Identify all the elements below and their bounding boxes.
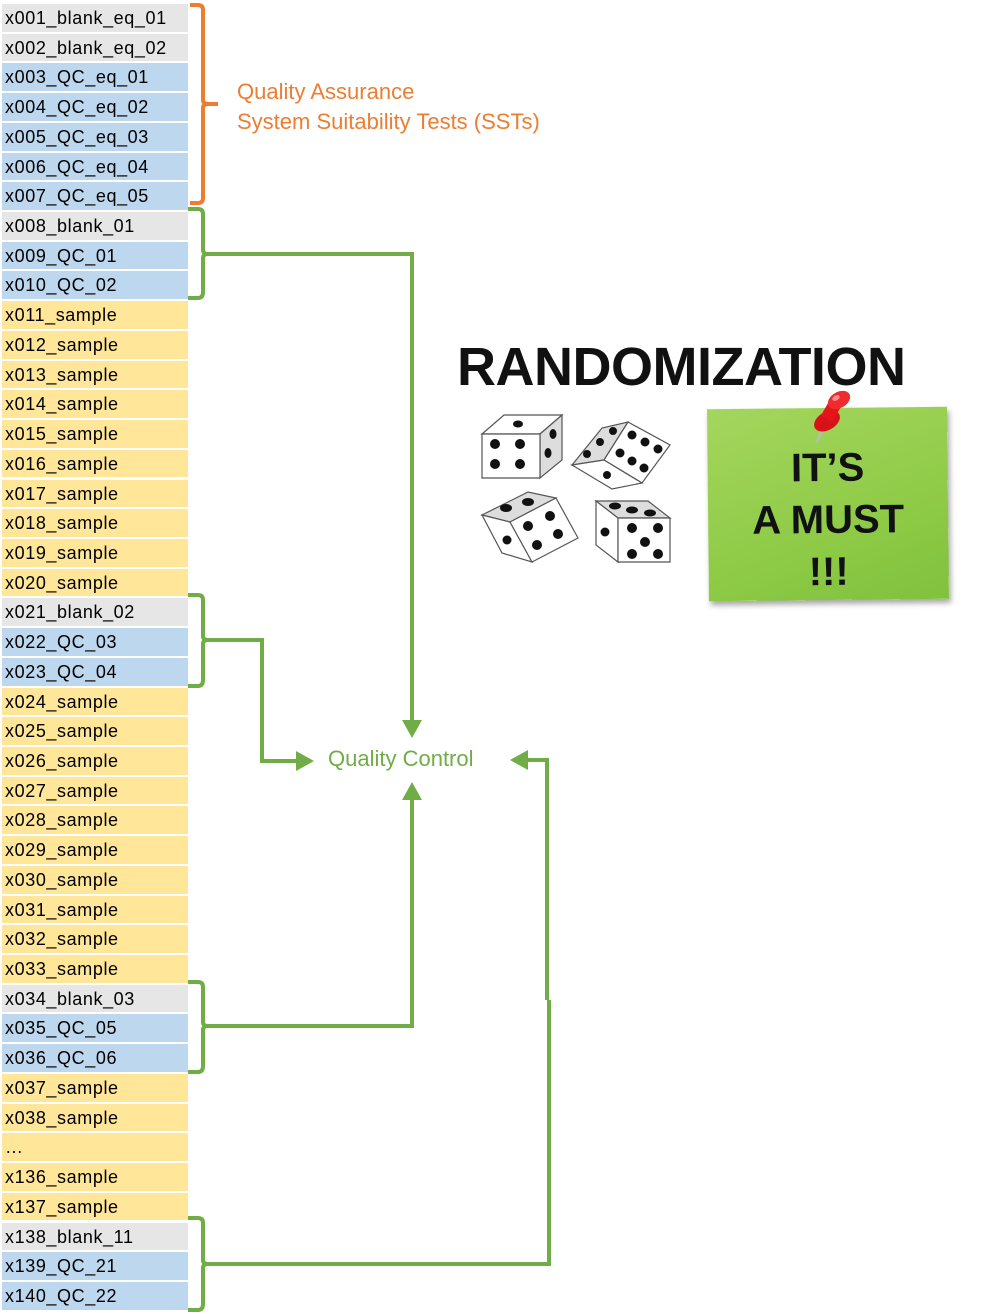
sample-row: x037_sample xyxy=(2,1073,188,1102)
die-icon xyxy=(480,413,564,480)
sample-row: x029_sample xyxy=(2,836,188,864)
pushpin-icon xyxy=(814,390,851,443)
qc-brace-3 xyxy=(188,980,220,1074)
qc-row: x004_QC_eq_02 xyxy=(2,93,188,121)
blank-row: x138_blank_11 xyxy=(2,1222,188,1251)
sample-row: x013_sample xyxy=(2,360,188,389)
sample-row: x016_sample xyxy=(2,449,188,478)
qa-line-2: System Suitability Tests (SSTs) xyxy=(237,109,540,134)
sample-row: x011_sample xyxy=(2,301,188,329)
qc-row: x010_QC_02 xyxy=(2,271,188,300)
sample-row: x012_sample xyxy=(2,330,188,359)
qc-row: x005_QC_eq_03 xyxy=(2,122,188,151)
qc-connector-4 xyxy=(220,758,551,1266)
blank-row: x021_blank_02 xyxy=(2,598,188,627)
sample-row: x137_sample xyxy=(2,1192,188,1221)
qc-row: x035_QC_05 xyxy=(2,1014,188,1043)
qc-row: x007_QC_eq_05 xyxy=(2,182,188,210)
sample-row: x020_sample xyxy=(2,568,188,597)
qc-row: x022_QC_03 xyxy=(2,628,188,656)
qc-row: x140_QC_22 xyxy=(2,1281,188,1310)
sample-row: x018_sample xyxy=(2,509,188,537)
qa-brace xyxy=(190,3,218,205)
sample-row: x033_sample xyxy=(2,955,188,983)
sample-row: x032_sample xyxy=(2,925,188,953)
die-icon xyxy=(480,491,579,563)
blank-row: x001_blank_eq_01 xyxy=(2,4,188,32)
sample-row: x017_sample xyxy=(2,479,188,508)
qc-connector-2 xyxy=(220,638,300,763)
qc-connector-1 xyxy=(220,252,414,724)
quality-control-label: Quality Control xyxy=(328,746,474,771)
dice-illustration xyxy=(480,413,672,564)
randomization-title: RANDOMIZATION xyxy=(457,337,906,397)
qc-brace-4 xyxy=(188,1216,220,1312)
sample-row: x031_sample xyxy=(2,895,188,924)
sample-row: x014_sample xyxy=(2,390,188,419)
blank-row: x034_blank_03 xyxy=(2,984,188,1013)
qc-brace-1 xyxy=(188,207,220,300)
qc-row: x036_QC_06 xyxy=(2,1044,188,1072)
note-line-2: A MUST xyxy=(752,497,905,543)
arrow-left-icon xyxy=(510,750,528,770)
blank-row: x002_blank_eq_02 xyxy=(2,33,188,62)
qc-brace-2 xyxy=(188,593,220,688)
arrow-up-icon xyxy=(402,782,422,800)
quality-assurance-label: Quality Assurance System Suitability Tes… xyxy=(237,77,540,137)
qc-row: x003_QC_eq_01 xyxy=(2,63,188,92)
sample-row: x027_sample xyxy=(2,776,188,805)
arrow-right-icon xyxy=(296,751,314,771)
qc-row: x006_QC_eq_04 xyxy=(2,152,188,181)
note-line-1: IT’S xyxy=(790,445,865,491)
sample-row: x136_sample xyxy=(2,1163,188,1191)
die-icon xyxy=(594,499,672,564)
qc-row: x023_QC_04 xyxy=(2,657,188,686)
sample-row: x038_sample xyxy=(2,1103,188,1132)
qc-row: x139_QC_21 xyxy=(2,1252,188,1280)
sample-row: x030_sample xyxy=(2,865,188,894)
sample-row: x024_sample xyxy=(2,687,188,716)
qc-connector-3 xyxy=(220,796,414,1028)
qc-row: x009_QC_01 xyxy=(2,241,188,270)
qa-line-1: Quality Assurance xyxy=(237,79,415,104)
sticky-note-text: IT’S A MUST !!! xyxy=(707,441,949,600)
sample-row: x028_sample xyxy=(2,806,188,835)
blank-row: x008_blank_01 xyxy=(2,212,188,240)
die-icon xyxy=(570,421,671,490)
sample-row: x019_sample xyxy=(2,538,188,567)
sample-row: x026_sample xyxy=(2,747,188,775)
note-line-3: !!! xyxy=(808,549,849,595)
sample-row: x015_sample xyxy=(2,420,188,448)
arrow-down-icon xyxy=(402,720,422,738)
ellipsis-row: … xyxy=(2,1133,188,1162)
sample-row: x025_sample xyxy=(2,717,188,745)
